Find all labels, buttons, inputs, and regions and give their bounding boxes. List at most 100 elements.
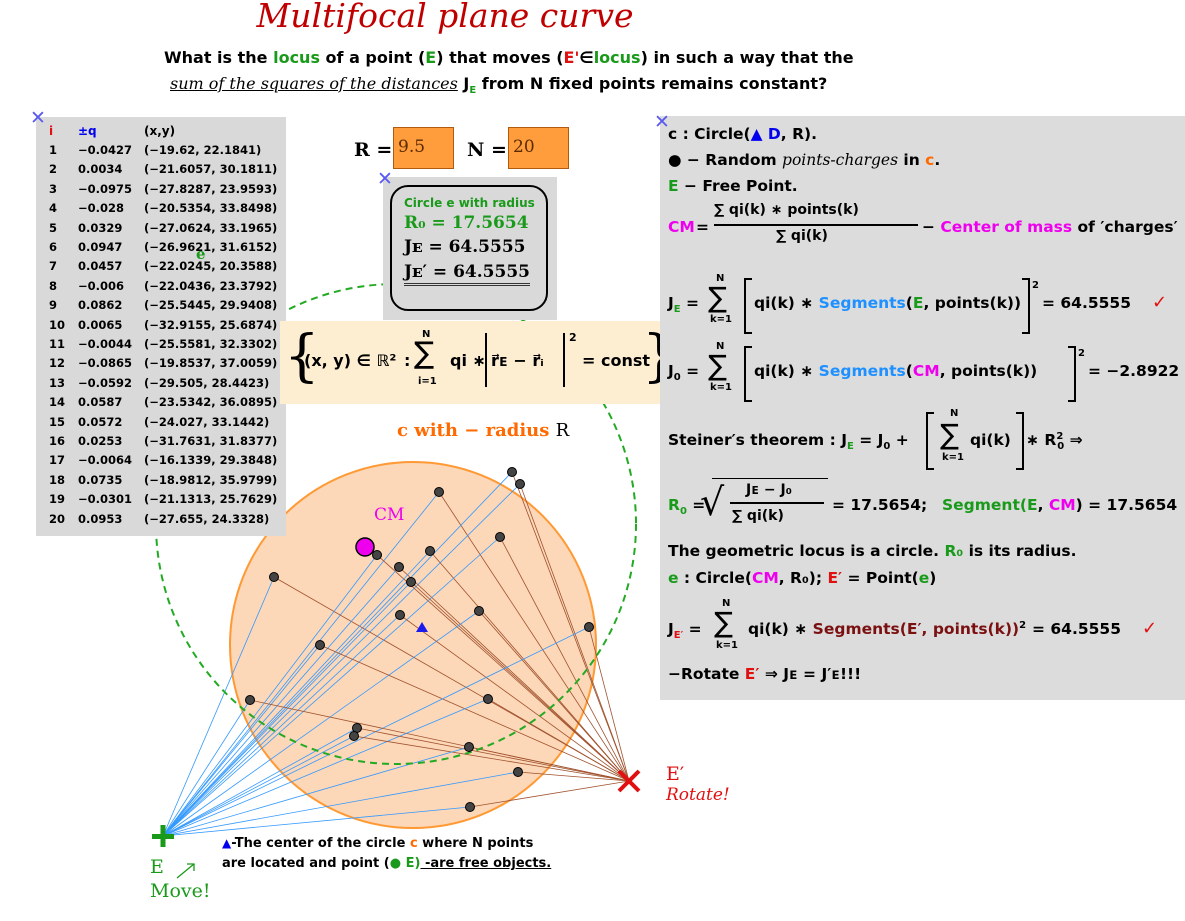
- table-cell-xy: (−27.8287, 23.9593): [144, 181, 278, 196]
- dot-icon: ●: [668, 151, 682, 169]
- cm-fraction-bar: [714, 224, 918, 226]
- table-cell-xy: (−25.5445, 29.9408): [144, 298, 278, 313]
- table-header-i: i: [49, 124, 54, 138]
- point-charge[interactable]: [315, 640, 325, 650]
- q-in: ∈: [579, 48, 594, 67]
- segment-to-Eprime: [511, 471, 630, 782]
- point-charge[interactable]: [465, 802, 475, 812]
- segment-to-E: [162, 554, 378, 837]
- point-charge[interactable]: [513, 767, 523, 777]
- close-table-icon[interactable]: ✕: [30, 107, 46, 129]
- table-cell-xy: (−27.0624, 33.1965): [144, 220, 278, 235]
- table-cell-i: 15: [49, 414, 66, 429]
- segment-to-Eprime: [398, 566, 630, 782]
- circle-e-info-box: Circle e with radius R₀ = 17.5654 Jᴇ = 6…: [383, 177, 557, 320]
- n-input[interactable]: 20: [508, 127, 569, 169]
- table-cell-q: −0.006: [78, 278, 125, 293]
- point-charge[interactable]: [269, 572, 279, 582]
- question-line-1: What is the locus of a point (E) that mo…: [164, 48, 854, 67]
- j0-power: 2: [1078, 348, 1085, 359]
- table-row: 11−0.0044(−25.5581, 32.3302): [36, 337, 286, 356]
- question-line-2: sum of the squares of the distances JE f…: [170, 74, 827, 96]
- table-cell-q: −0.0044: [78, 337, 133, 351]
- table-header-xy: (x,y): [144, 124, 176, 138]
- point-E-marker[interactable]: [152, 825, 174, 847]
- table-cell-q: 0.0587: [78, 395, 123, 410]
- ebox-r0: R₀ = 17.5654: [404, 213, 529, 233]
- segment-to-E: [162, 699, 251, 837]
- formula-colon: :: [404, 351, 411, 370]
- point-charge[interactable]: [464, 742, 474, 752]
- table-cell-q: −0.0975: [78, 181, 133, 196]
- q-J-sub: E: [469, 85, 477, 97]
- table-cell-i: 9: [49, 298, 58, 313]
- j0-bracket-right: [1068, 346, 1076, 402]
- point-charge[interactable]: [483, 694, 493, 704]
- point-charge[interactable]: [395, 610, 405, 620]
- circle-c-label: c with − radius R: [397, 420, 570, 441]
- rotate-statement: −Rotate E′ ⇒ Jᴇ = J′ᴇ!!!: [668, 665, 862, 683]
- q-locus: locus: [593, 48, 641, 67]
- point-charge[interactable]: [394, 562, 404, 572]
- table-cell-q: −0.0301: [78, 492, 133, 507]
- cm-label: CM: [374, 505, 405, 525]
- rotate-label: Rotate!: [666, 785, 730, 805]
- segment-to-Eprime: [438, 491, 630, 782]
- center-of-mass-point[interactable]: [355, 537, 375, 557]
- line-random-points: ● − Random points-charges in c.: [668, 151, 941, 169]
- close-panel-icon[interactable]: ✕: [654, 111, 670, 133]
- point-charge[interactable]: [372, 550, 382, 560]
- point-charge[interactable]: [584, 622, 594, 632]
- steiner-r0: ∗ R20 ⇒: [1026, 431, 1083, 453]
- n-label: N =: [467, 139, 507, 161]
- je-sigma: ∑: [708, 281, 727, 314]
- segment-to-E: [162, 735, 355, 837]
- point-charge[interactable]: [245, 695, 255, 705]
- table-cell-xy: (−23.5342, 36.0895): [144, 395, 278, 410]
- formula-sum-top: N: [422, 329, 431, 340]
- locus-set-formula: { (x, y) ∈ ℝ² : N ∑ i=1 qi ∗ r⃗ᴇ − r⃗ᵢ 2…: [280, 321, 678, 404]
- j0-sum-bot: k=1: [710, 382, 732, 393]
- table-cell-xy: (−22.0436, 23.3792): [144, 278, 278, 293]
- center-D-triangle[interactable]: [416, 622, 428, 632]
- ebox-title: Circle e with radius: [404, 196, 535, 210]
- steiner-bracket-left: [926, 412, 934, 470]
- point-charge[interactable]: [349, 731, 359, 741]
- dot-icon: ●: [389, 856, 402, 871]
- close-ebox-icon[interactable]: ✕: [377, 168, 393, 190]
- segment-to-Eprime: [519, 483, 630, 782]
- table-row: 13−0.0592(−29.505, 28.4423): [36, 376, 286, 395]
- point-Eprime-marker[interactable]: [617, 769, 641, 793]
- table-row: 3−0.0975(−27.8287, 23.9593): [36, 182, 286, 201]
- j0-value: = −2.8922: [1088, 362, 1180, 380]
- table-cell-q: −0.0865: [78, 356, 133, 371]
- je-power: 2: [1032, 280, 1039, 291]
- ebox-je-prime: Jᴇ′ = 64.5555: [404, 262, 530, 286]
- r0-segment: Segment(E, CM) = 17.5654: [942, 496, 1178, 514]
- j0-bracket-left: [744, 346, 752, 402]
- r-input[interactable]: 9.5: [393, 127, 454, 169]
- je-bracket-left: [744, 278, 752, 334]
- triangle-icon: ▲: [750, 125, 763, 143]
- je-value: = 64.5555: [1042, 294, 1131, 312]
- circle-e-def: e : Circle(CM, R₀); E′ = Point(e): [668, 569, 937, 587]
- cm-desc: − Center of mass of ′charges′: [922, 218, 1178, 236]
- table-cell-i: 1: [49, 143, 58, 157]
- line-free-point: E − Free Point.: [668, 177, 798, 195]
- point-charge[interactable]: [515, 479, 525, 489]
- table-cell-i: 11: [49, 337, 66, 351]
- steiner-sum-bot: k=1: [942, 452, 964, 463]
- table-cell-i: 19: [49, 492, 66, 507]
- point-charge[interactable]: [406, 577, 416, 587]
- point-charge[interactable]: [434, 487, 444, 497]
- table-cell-xy: (−20.5354, 33.8498): [144, 201, 278, 216]
- point-charge[interactable]: [425, 546, 435, 556]
- point-charge[interactable]: [474, 606, 484, 616]
- point-charge[interactable]: [507, 467, 517, 477]
- segment-to-Eprime: [410, 581, 630, 782]
- point-charge[interactable]: [495, 532, 505, 542]
- points-charges: [245, 467, 594, 812]
